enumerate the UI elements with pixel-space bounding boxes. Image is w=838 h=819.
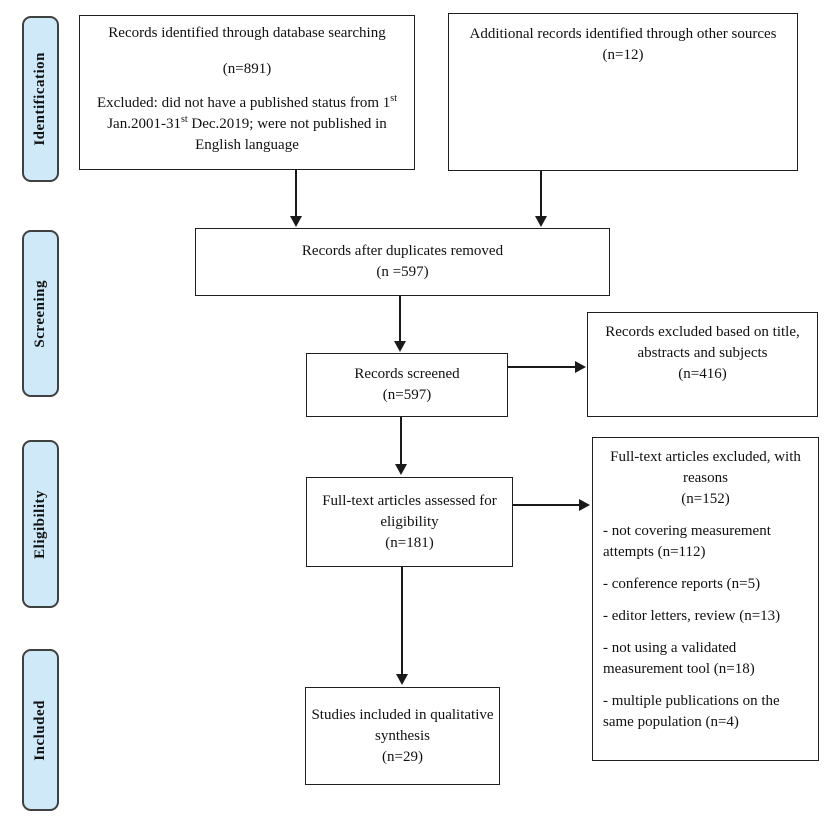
box-title: Records after duplicates removed bbox=[301, 243, 504, 259]
arrow-shaft bbox=[540, 171, 542, 217]
stage-label-text: Included bbox=[32, 699, 48, 761]
arrow-shaft bbox=[508, 366, 576, 368]
box-records-excluded: Records excluded based on title, abstrac… bbox=[587, 312, 818, 417]
arrow-shaft bbox=[295, 170, 297, 217]
box-records-screened: Records screened (n=597) bbox=[306, 353, 508, 417]
box-records-identified: Records identified through database sear… bbox=[79, 15, 415, 170]
box-title: Records excluded based on title, abstrac… bbox=[605, 324, 800, 361]
stage-label-identification: Identification bbox=[22, 16, 59, 182]
record-count: (n=891) bbox=[222, 61, 272, 77]
box-fulltext-excluded: Full-text articles excluded, with reason… bbox=[592, 437, 819, 761]
stage-label-eligibility: Eligibility bbox=[22, 440, 59, 608]
record-count: (n=181) bbox=[385, 534, 434, 551]
exclusion-note-part: Dec.2019; were not published in English … bbox=[187, 116, 387, 153]
exclusion-reason: - conference reports (n=5) bbox=[603, 576, 761, 592]
record-count: (n=29) bbox=[382, 748, 423, 765]
arrow-shaft bbox=[400, 417, 402, 465]
box-title: Records identified through database sear… bbox=[108, 25, 386, 41]
box-title: Full-text articles assessed for eligibil… bbox=[322, 492, 497, 530]
exclusion-reason: - editor letters, review (n=13) bbox=[603, 608, 781, 624]
stage-label-screening: Screening bbox=[22, 230, 59, 397]
box-title: Additional records identified through ot… bbox=[469, 26, 777, 42]
arrow-shaft bbox=[513, 504, 580, 506]
exclusion-reason: - multiple publications on the same popu… bbox=[603, 693, 780, 730]
record-count: (n=597) bbox=[382, 387, 432, 403]
arrowhead-down-icon bbox=[394, 341, 406, 352]
box-studies-included: Studies included in qualitative synthesi… bbox=[305, 687, 500, 785]
box-title: Records screened bbox=[354, 366, 460, 382]
arrow-shaft bbox=[399, 296, 401, 342]
stage-label-text: Eligibility bbox=[32, 489, 48, 559]
exclusion-note-part: Excluded: did not have a published statu… bbox=[97, 95, 391, 111]
arrowhead-down-icon bbox=[395, 464, 407, 475]
superscript-st: st bbox=[180, 114, 188, 125]
arrowhead-down-icon bbox=[535, 216, 547, 227]
arrowhead-down-icon bbox=[290, 216, 302, 227]
arrow-shaft bbox=[401, 567, 403, 675]
stage-label-text: Identification bbox=[32, 52, 48, 146]
arrowhead-right-icon bbox=[579, 499, 590, 511]
box-title: Full-text articles excluded, with reason… bbox=[610, 449, 801, 486]
exclusion-note: Excluded: did not have a published statu… bbox=[86, 93, 408, 156]
box-additional-records: Additional records identified through ot… bbox=[448, 13, 798, 171]
stage-label-text: Screening bbox=[32, 279, 48, 348]
box-duplicates-removed: Records after duplicates removed (n =597… bbox=[195, 228, 610, 296]
exclusion-reason: - not covering measurement attempts (n=1… bbox=[603, 523, 771, 560]
box-title: Studies included in qualitative synthesi… bbox=[311, 706, 494, 744]
record-count: (n=152) bbox=[681, 491, 730, 507]
arrowhead-down-icon bbox=[396, 674, 408, 685]
stage-label-included: Included bbox=[22, 649, 59, 811]
record-count: (n=416) bbox=[678, 366, 727, 382]
exclusion-note-part: Jan.2001-31 bbox=[107, 116, 181, 132]
record-count: (n=12) bbox=[602, 47, 644, 63]
arrowhead-right-icon bbox=[575, 361, 586, 373]
superscript-st: st bbox=[390, 93, 397, 104]
box-fulltext-assessed: Full-text articles assessed for eligibil… bbox=[306, 477, 513, 567]
exclusion-reason: - not using a validated measurement tool… bbox=[603, 640, 755, 677]
record-count: (n =597) bbox=[376, 264, 429, 280]
